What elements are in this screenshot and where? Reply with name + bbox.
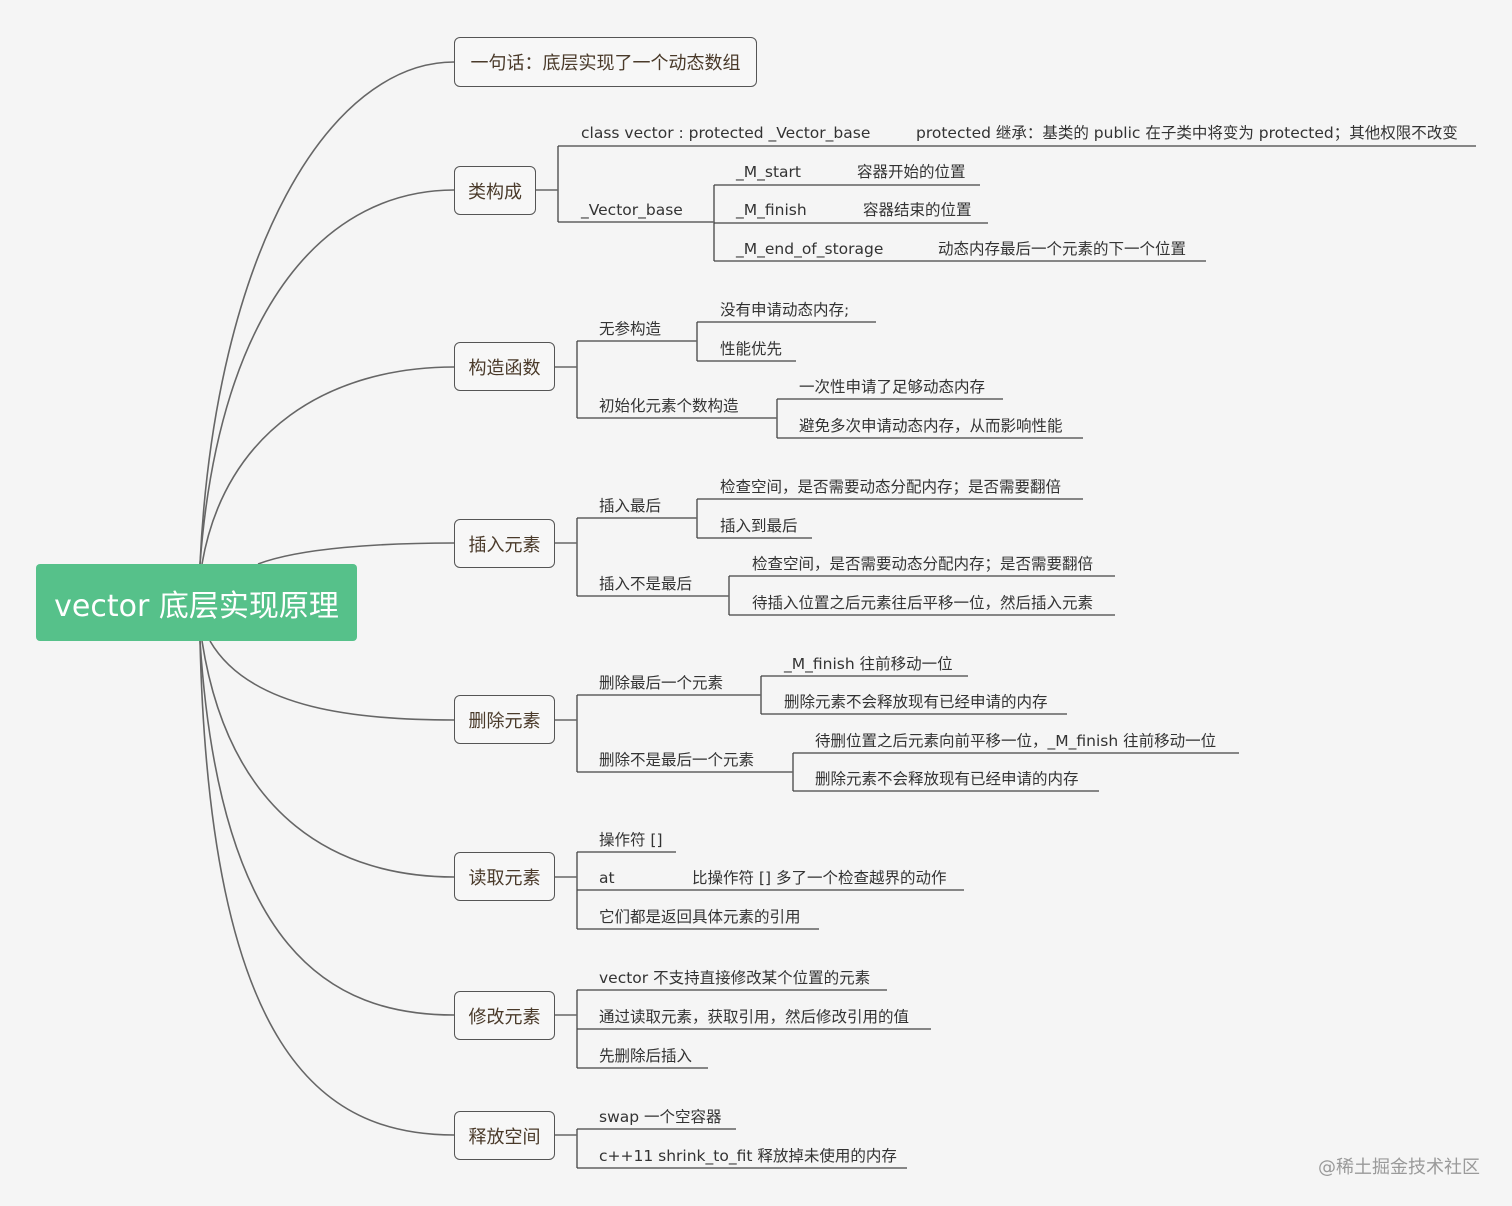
read-ref: 它们都是返回具体元素的引用 — [599, 908, 801, 926]
member-desc: 动态内存最后一个元素的下一个位置 — [938, 240, 1187, 258]
leaf-text: _M_finish 往前移动一位 — [784, 655, 953, 673]
leaf-text: vector 不支持直接修改某个位置的元素 — [599, 969, 871, 987]
read-node[interactable]: 读取元素 — [454, 852, 555, 901]
insert-not-last: 插入不是最后 — [599, 575, 693, 593]
member-desc: 容器开始的位置 — [857, 163, 966, 181]
leaf-text: 检查空间，是否需要动态分配内存；是否需要翻倍 — [752, 555, 1094, 573]
read-op: 操作符 [] — [599, 831, 663, 849]
default-ctor: 无参构造 — [599, 320, 662, 338]
leaf-text: c++11 shrink_to_fit 释放掉未使用的内存 — [599, 1147, 897, 1165]
insert-node[interactable]: 插入元素 — [454, 519, 555, 568]
leaf-text: 避免多次申请动态内存，从而影响性能 — [799, 417, 1063, 435]
composition-node[interactable]: 类构成 — [454, 166, 536, 215]
summary-node[interactable]: 一句话：底层实现了一个动态数组 — [454, 37, 757, 87]
erase-last: 删除最后一个元素 — [599, 674, 724, 692]
vector-base: _Vector_base — [581, 201, 683, 219]
leaf-text: 插入到最后 — [720, 517, 798, 535]
insert-last: 插入最后 — [599, 497, 662, 515]
member-name: _M_end_of_storage — [736, 240, 884, 258]
root-node[interactable]: vector 底层实现原理 — [36, 564, 357, 641]
leaf-text: 通过读取元素，获取引用，然后修改引用的值 — [599, 1008, 910, 1026]
leaf-text: 先删除后插入 — [599, 1047, 693, 1065]
leaf-text: 待插入位置之后元素往后平移一位，然后插入元素 — [752, 594, 1094, 612]
leaf-text: 检查空间，是否需要动态分配内存；是否需要翻倍 — [720, 478, 1062, 496]
watermark: @稀土掘金技术社区 — [1318, 1157, 1480, 1178]
read-at: at — [599, 869, 615, 887]
leaf-text: 删除元素不会释放现有已经申请的内存 — [784, 693, 1048, 711]
modify-node[interactable]: 修改元素 — [454, 991, 555, 1040]
release-node[interactable]: 释放空间 — [454, 1111, 555, 1160]
count-ctor: 初始化元素个数构造 — [599, 397, 739, 415]
leaf-text: 删除元素不会释放现有已经申请的内存 — [815, 770, 1079, 788]
leaf-text: 没有申请动态内存; — [720, 301, 850, 319]
erase-not-last: 删除不是最后一个元素 — [599, 751, 755, 769]
constructor-node[interactable]: 构造函数 — [454, 342, 555, 391]
class-decl: class vector : protected _Vector_base — [581, 124, 871, 142]
class-note: protected 继承：基类的 public 在子类中将变为 protecte… — [916, 124, 1458, 142]
read-at-note: 比操作符 [] 多了一个检查越界的动作 — [692, 869, 947, 887]
member-name: _M_start — [736, 163, 801, 181]
leaf-text: 性能优先 — [720, 340, 783, 358]
member-name: _M_finish — [736, 201, 807, 219]
leaf-text: swap 一个空容器 — [599, 1108, 722, 1126]
leaf-text: 待删位置之后元素向前平移一位，_M_finish 往前移动一位 — [815, 732, 1217, 750]
erase-node[interactable]: 删除元素 — [454, 695, 555, 744]
leaf-text: 一次性申请了足够动态内存 — [799, 378, 986, 396]
member-desc: 容器结束的位置 — [863, 201, 972, 219]
